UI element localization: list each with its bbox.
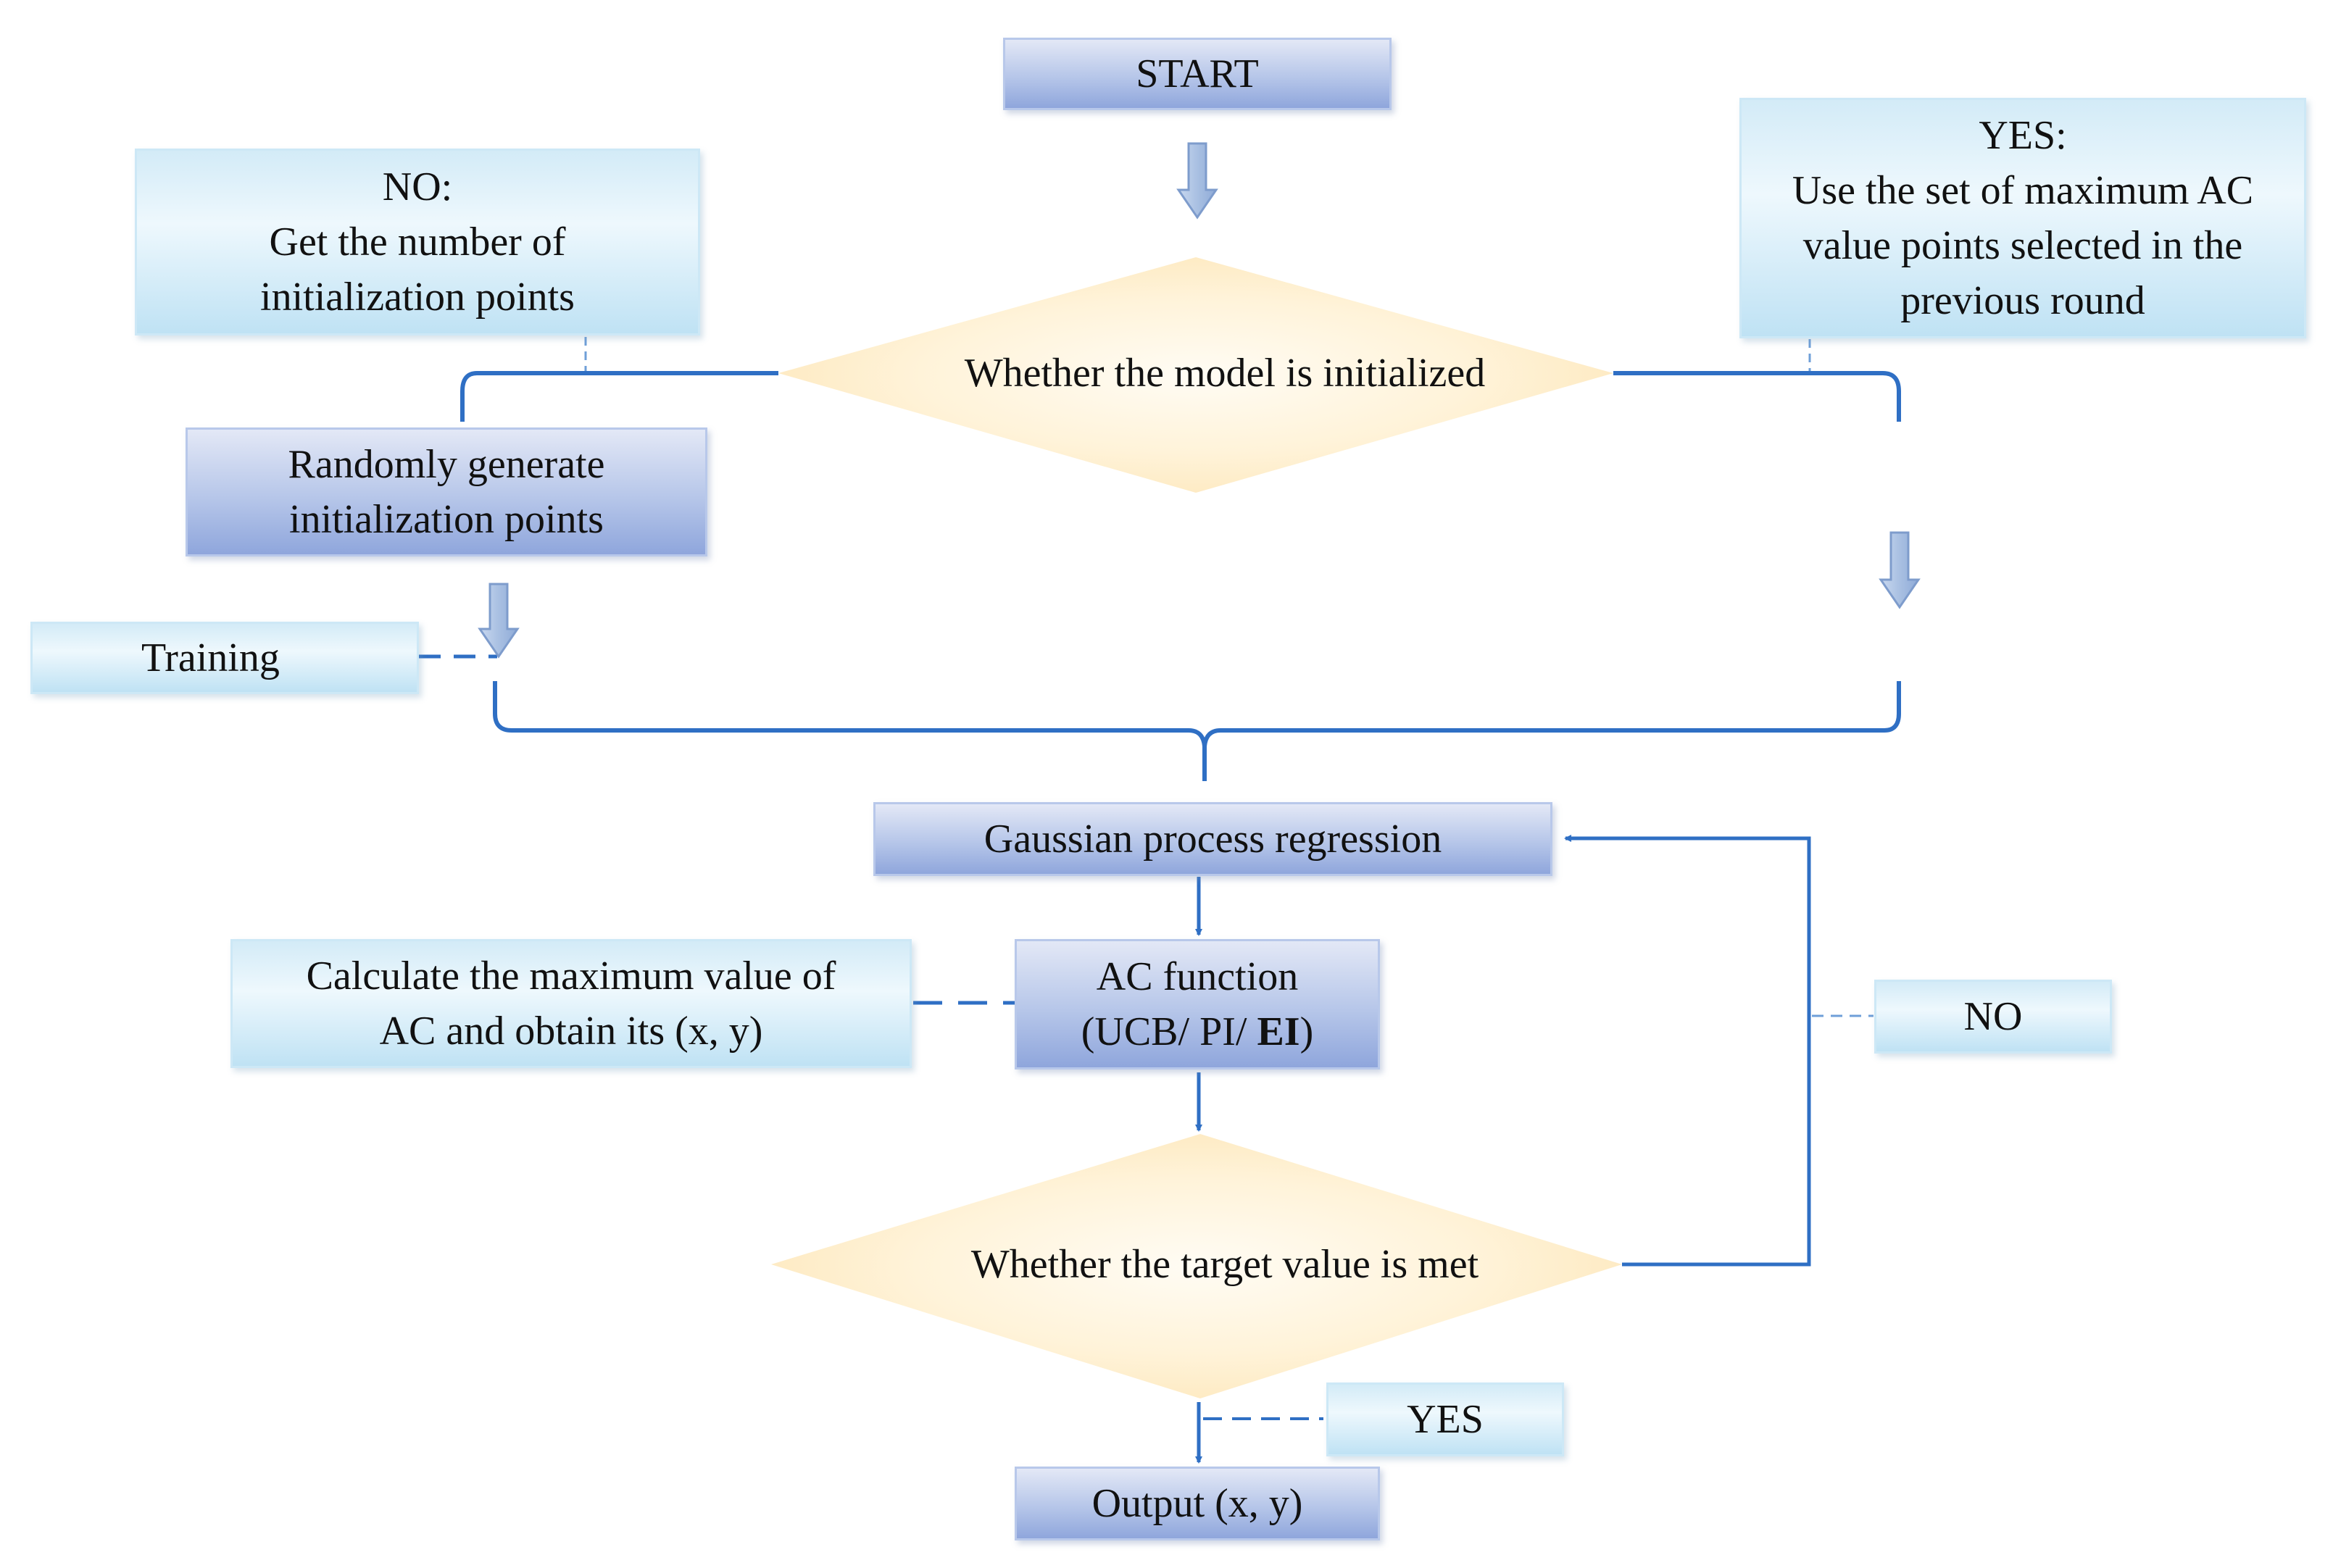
no-note-line-1: NO: — [382, 164, 453, 209]
no-loop-note: NO — [1874, 980, 2112, 1054]
connector-left-branch — [460, 371, 778, 422]
yes-note-line-4: previous round — [1900, 278, 2145, 324]
yes-note-line-2: Use the set of maximum AC — [1792, 167, 2254, 213]
yes-output-note: YES — [1326, 1383, 1564, 1456]
ac-function-box: AC function (UCB/ PI/ EI) — [1015, 939, 1380, 1069]
training-label: Training — [141, 635, 280, 680]
random-gen-line-1: Randomly generate — [288, 441, 605, 487]
random-gen-line-2: initialization points — [289, 497, 604, 542]
decision-target-diamond — [771, 1134, 1622, 1398]
no-loop-label: NO — [1963, 993, 2023, 1039]
randomly-generate-box: Randomly generate initialization points — [186, 428, 707, 556]
no-note-line-2: Get the number of — [269, 219, 566, 264]
no-note-line-3: initialization points — [260, 275, 575, 320]
start-label: START — [1136, 51, 1259, 96]
yes-note-line-3: value points selected in the — [1802, 223, 2243, 268]
yes-note-line-1: YES: — [1979, 112, 2067, 158]
ac-function-line-2: (UCB/ PI/ EI) — [1081, 1009, 1314, 1054]
training-note: Training — [30, 622, 419, 694]
output-label: Output (x, y) — [1091, 1480, 1303, 1526]
connector-no-loop — [1564, 835, 1811, 1267]
no-initialization-note: NO: Get the number of initialization poi… — [135, 149, 700, 335]
gaussian-process-regression-box: Gaussian process regression — [873, 802, 1552, 876]
decision-initialized-diamond — [778, 257, 1613, 493]
connector-right-branch — [1613, 371, 1901, 422]
yes-initialized-note: YES: Use the set of maximum AC value poi… — [1739, 98, 2306, 338]
output-box: Output (x, y) — [1015, 1467, 1380, 1540]
ac-function-line-1: AC function — [1096, 954, 1299, 999]
start-box: START — [1003, 38, 1392, 110]
calc-max-line-1: Calculate the maximum value of — [306, 953, 836, 998]
block-arrow-start-down — [1176, 142, 1218, 220]
gpr-label: Gaussian process regression — [983, 816, 1442, 862]
connector-merge-bracket — [493, 681, 1901, 747]
yes-output-label: YES — [1407, 1396, 1484, 1442]
block-arrow-right-down — [1879, 531, 1921, 609]
block-arrow-random-down — [478, 583, 520, 659]
calculate-max-note: Calculate the maximum value of AC and ob… — [230, 939, 912, 1068]
calc-max-line-2: AC and obtain its (x, y) — [379, 1009, 763, 1054]
